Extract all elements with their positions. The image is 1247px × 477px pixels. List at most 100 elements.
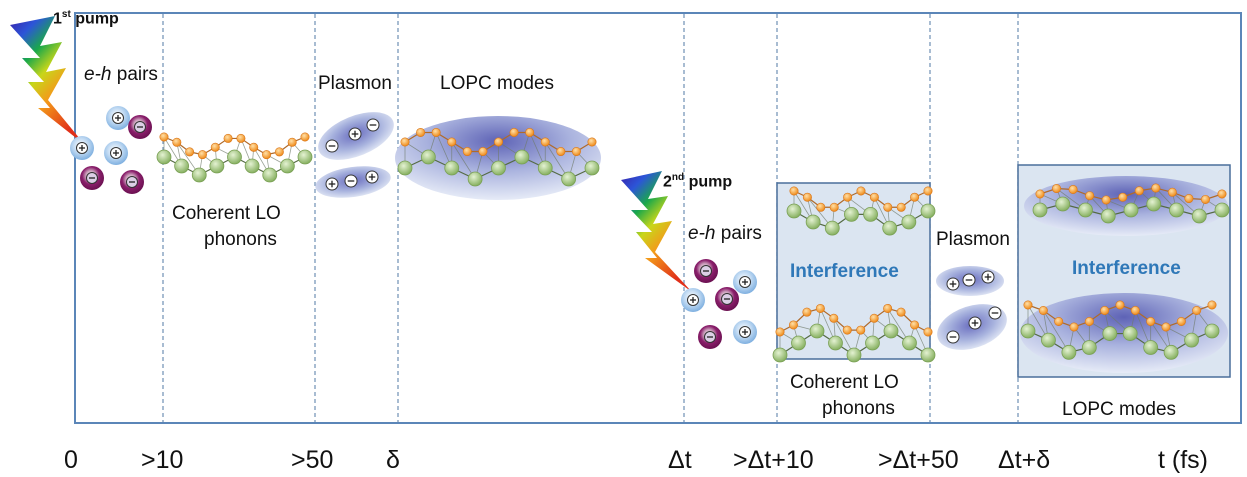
lattice-atom-green — [1123, 202, 1139, 218]
lattice-atom-green — [824, 220, 840, 236]
lattice-atom-green — [883, 323, 899, 339]
lattice-atom-orange — [223, 133, 233, 143]
lattice-atom-green — [786, 203, 802, 219]
lattice-atom-orange — [1217, 189, 1227, 199]
lattice-atom-orange — [923, 327, 933, 337]
lattice-atom-green — [920, 203, 936, 219]
lattice-atom-orange — [1134, 186, 1144, 196]
lattice-atom-orange — [1115, 300, 1125, 310]
eh-pairs-rest-1: pairs — [111, 64, 158, 85]
lattice-atom-green — [1214, 202, 1230, 218]
lattice-atom-orange — [556, 147, 566, 157]
lattice-atom-green — [537, 160, 553, 176]
lattice-atom-green — [846, 347, 862, 363]
eh-pairs-italic-1: e-h — [84, 64, 112, 85]
lattice-atom-green — [174, 158, 190, 174]
lattice-atom-green — [863, 206, 878, 222]
lattice-atom-orange — [185, 147, 195, 157]
lattice-atom-green — [844, 206, 859, 222]
lattice-atom-green — [420, 149, 436, 165]
lattice-atom-green — [244, 158, 260, 174]
lattice-atom-green — [1163, 344, 1179, 360]
lattice-atom-green — [1078, 202, 1093, 218]
lattice-atom-orange — [1161, 322, 1171, 332]
lattice-atom-green — [1122, 326, 1138, 341]
lattice-atom-orange — [1052, 184, 1062, 194]
lattice-atom-orange — [923, 186, 933, 196]
lattice-atom-orange — [274, 147, 284, 157]
lattice-atom-orange — [1069, 322, 1079, 332]
lattice-atom-green — [514, 149, 530, 165]
lattice-atom-orange — [249, 142, 259, 152]
lattice-atom-orange — [447, 137, 457, 147]
lattice-atom-green — [1146, 196, 1162, 212]
lattice-atom-orange — [1167, 187, 1177, 197]
lattice-atom-orange — [910, 192, 920, 202]
lattice-atom-green — [1081, 340, 1097, 355]
lattice-atom-orange — [843, 192, 853, 202]
lattice-atom-green — [902, 335, 917, 351]
lattice-atom-green — [828, 335, 843, 351]
lattice-atom-green — [297, 149, 313, 165]
timeline-frame — [74, 12, 1242, 424]
plasmon-label-2: Plasmon — [936, 229, 1010, 250]
lattice-atom-green — [1143, 340, 1159, 355]
lattice-atom-orange — [1085, 191, 1095, 201]
lattice-atom-orange — [789, 186, 799, 196]
lattice-atom-green — [209, 158, 225, 174]
pump1-bolt-icon — [10, 16, 85, 145]
tick-10: >10 — [141, 446, 184, 474]
lattice-atom-orange — [431, 127, 441, 137]
eh-pairs-label-2: e-h pairs — [688, 223, 762, 245]
lopc-label-1: LOPC modes — [440, 73, 555, 94]
pump1-word: pump — [75, 10, 119, 28]
lattice-atom-orange — [1192, 305, 1202, 315]
lattice-atom-orange — [159, 132, 169, 142]
tick-50: >50 — [291, 446, 334, 474]
lattice-atom-green — [262, 167, 278, 183]
lattice-atom-green — [772, 347, 788, 363]
coherent-label-1b: phonons — [204, 229, 277, 250]
lattice-atom-green — [1184, 332, 1199, 348]
coherent-label-2a: Coherent LO — [790, 372, 899, 393]
lattice-atom-orange — [802, 307, 812, 317]
lattice-atom-green — [1061, 344, 1077, 360]
tick-dt50: >Δt+50 — [878, 446, 959, 474]
lattice-atom-green — [1055, 196, 1071, 212]
lattice-atom-orange — [1151, 183, 1161, 193]
pump2-suffix: nd — [671, 172, 685, 183]
lattice-atom-orange — [300, 132, 310, 142]
lattice-atom-orange — [1101, 195, 1111, 205]
lattice-atom-orange — [775, 327, 785, 337]
lattice-atom-orange — [172, 137, 182, 147]
lattice-atom-green — [901, 214, 917, 230]
dynamic-shapes — [70, 106, 1230, 373]
lattice-atom-orange — [462, 147, 472, 157]
lattice-atom-orange — [525, 127, 535, 137]
pump1-label: 1st pump — [53, 9, 119, 28]
lattice-atom-green — [882, 220, 898, 236]
phonon-bond — [1027, 330, 1213, 353]
tick-dt10: >Δt+10 — [733, 446, 814, 474]
pump2-word: pump — [688, 173, 733, 191]
interference-label-1: Interference — [790, 261, 899, 282]
lattice-atom-green — [920, 347, 936, 363]
lattice-atom-green — [791, 335, 806, 351]
tick-dt: Δt — [668, 446, 692, 474]
lattice-atom-orange — [571, 147, 581, 157]
eh-pairs-label-1: e-h pairs — [84, 64, 158, 86]
lattice-atom-orange — [1146, 316, 1156, 326]
lattice-atom-orange — [829, 202, 839, 212]
lattice-atom-green — [865, 335, 880, 351]
tick-time-unit: t (fs) — [1158, 446, 1208, 474]
pump1-ordinal: 1 — [53, 10, 62, 28]
lattice-atom-orange — [788, 320, 798, 330]
plasmon-label-1: Plasmon — [318, 73, 392, 94]
lattice-atom-orange — [896, 202, 906, 212]
lattice-atom-orange — [236, 133, 246, 143]
lattice-atom-green — [191, 167, 207, 183]
interference-label-2: Interference — [1072, 258, 1181, 279]
lattice-atom-green — [1100, 208, 1116, 224]
lattice-atom-green — [467, 171, 483, 187]
